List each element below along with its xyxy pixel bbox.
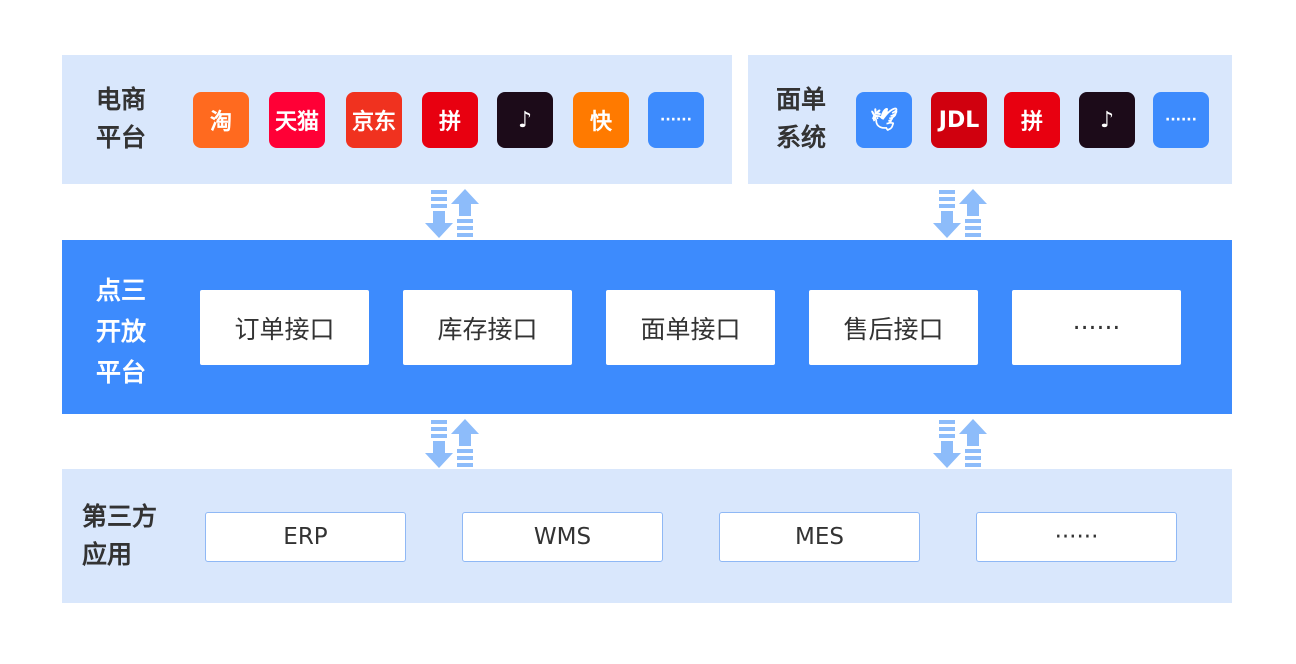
tmall-icon: 天猫 — [269, 92, 325, 148]
more-icon: ······ — [1153, 92, 1209, 148]
taobao-icon: 淘 — [193, 92, 249, 148]
platform-label: 点三 开放 平台 — [96, 276, 147, 387]
bidirectional-arrow-icon — [933, 418, 993, 470]
app-box: MES — [719, 512, 920, 562]
jdl-icon: JDL — [931, 92, 987, 148]
interface-box: ······ — [1012, 290, 1181, 365]
interface-box: 库存接口 — [403, 290, 572, 365]
pinduoduo-icon: 拼 — [1004, 92, 1060, 148]
app-box: ······ — [976, 512, 1177, 562]
app-box: ERP — [205, 512, 406, 562]
cainiao-icon: 🕊 — [856, 92, 912, 148]
kuaishou-icon: 快 — [573, 92, 629, 148]
interface-box: 面单接口 — [606, 290, 775, 365]
thirdparty-label: 第三方 应用 — [82, 502, 158, 569]
interface-box: 订单接口 — [200, 290, 369, 365]
bidirectional-arrow-icon — [425, 418, 485, 470]
waybill-panel: 面单 系统 — [748, 55, 1232, 184]
douyin-icon: ♪ — [497, 92, 553, 148]
ecommerce-label: 电商 平台 — [96, 85, 147, 152]
waybill-label: 面单 系统 — [776, 85, 827, 152]
interface-box: 售后接口 — [809, 290, 978, 365]
app-box: WMS — [462, 512, 663, 562]
jd-icon: 京东 — [346, 92, 402, 148]
bidirectional-arrow-icon — [933, 188, 993, 240]
douyin-icon: ♪ — [1079, 92, 1135, 148]
more-icon: ······ — [648, 92, 704, 148]
pinduoduo-icon: 拼 — [422, 92, 478, 148]
bidirectional-arrow-icon — [425, 188, 485, 240]
